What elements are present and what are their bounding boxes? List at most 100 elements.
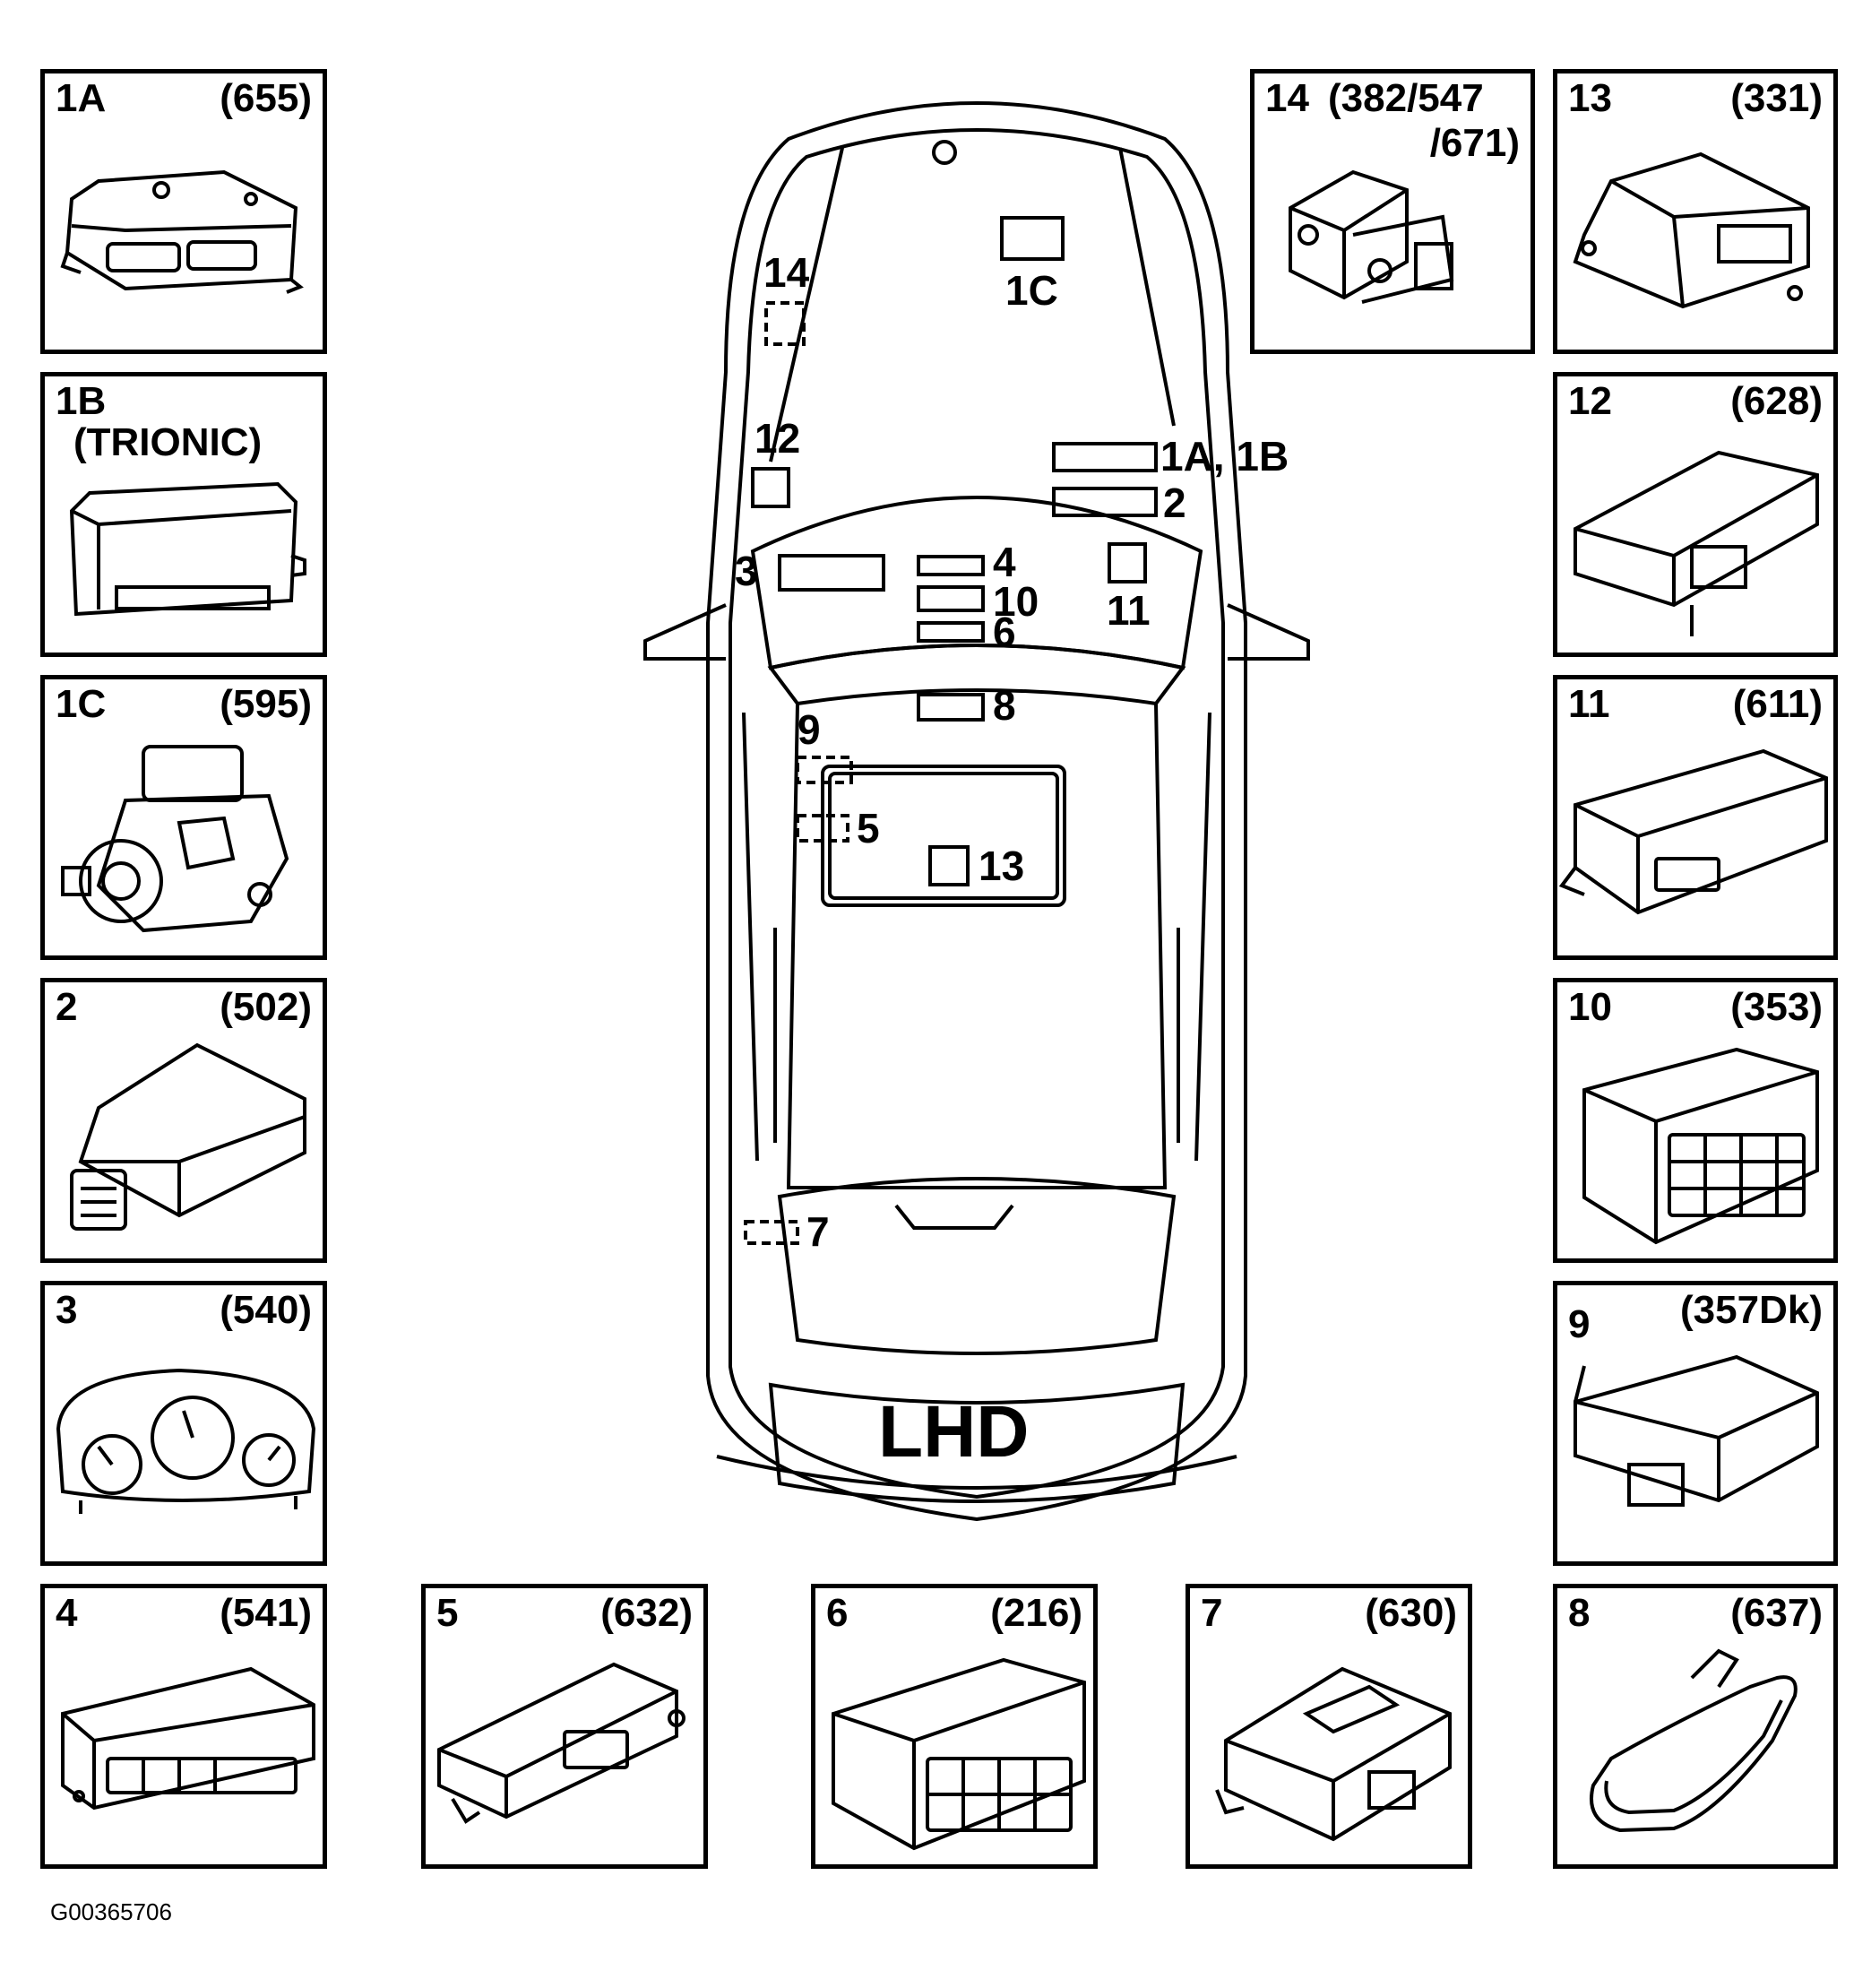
panel-code: (632) [600, 1591, 693, 1635]
rear-window [777, 1177, 1177, 1355]
panel-10-audio-unit: 10 (353) [1553, 978, 1838, 1263]
module-12-illustration [1574, 450, 1819, 636]
panel-code: (595) [220, 682, 312, 726]
panel-13-airbag-module: 13 (331) [1553, 69, 1838, 354]
marker-13 [928, 845, 970, 886]
marker-8 [917, 693, 985, 722]
panel-code: (628) [1730, 379, 1823, 423]
panel-number: 14 [1265, 76, 1309, 120]
marker-5 [796, 814, 849, 843]
callout-7: 7 [806, 1208, 830, 1255]
injection-pump-illustration [61, 745, 289, 933]
roof [786, 703, 1168, 1189]
callout-3: 3 [735, 548, 758, 594]
panel-code: (655) [220, 76, 312, 120]
module-9-illustration [1574, 1354, 1819, 1507]
callout-13: 13 [979, 843, 1024, 889]
sunroof [821, 765, 1066, 907]
panel-1a-engine-control-module: 1A (655) [40, 69, 327, 354]
callout-2: 2 [1163, 480, 1186, 526]
callout-1c: 1C [1005, 267, 1058, 314]
callout-1a-1b: 1A, 1B [1160, 433, 1289, 480]
panel-number: 1B [56, 379, 107, 423]
callout-10: 10 [993, 578, 1039, 625]
panel-code: (611) [1732, 682, 1823, 726]
panel-14-abs-module: 14 (382/547 /671) [1250, 69, 1535, 354]
panel-number: 7 [1201, 1591, 1223, 1635]
rearview-mirror-illustration [1590, 1648, 1798, 1833]
callout-5: 5 [857, 805, 880, 851]
audio-unit-illustration [1582, 1047, 1819, 1245]
panel-3-instrument-cluster: 3 (540) [40, 1281, 327, 1566]
panel-number: 6 [826, 1591, 849, 1635]
panel-number: 1C [56, 682, 107, 726]
panel-code: (630) [1365, 1591, 1457, 1635]
figure-id: G00365706 [50, 1898, 172, 1925]
lhd-label: LHD [878, 1391, 1030, 1473]
panel-number: 8 [1568, 1591, 1591, 1635]
panel-7-module: 7 (630) [1186, 1584, 1472, 1869]
vehicle-top-view-diagram: 14 1C 12 1A, 1B 2 3 4 10 11 6 8 9 5 13 7… [643, 101, 1310, 1522]
ecu-module-illustration [60, 169, 304, 294]
right-mirror [1227, 603, 1310, 661]
marker-11 [1108, 542, 1147, 583]
abs-module-illustration [1289, 169, 1454, 304]
panel-code: (331) [1730, 76, 1823, 120]
panel-5-module: 5 (632) [421, 1584, 708, 1869]
panel-number: 10 [1568, 985, 1612, 1029]
panel-4-information-display: 4 (541) [40, 1584, 327, 1869]
panel-code: (353) [1730, 985, 1823, 1029]
panel-8-rearview-mirror: 8 (637) [1553, 1584, 1838, 1869]
panel-11-module: 11 (611) [1553, 675, 1838, 960]
panel-code: (TRIONIC) [73, 420, 263, 464]
marker-14 [764, 301, 806, 346]
panel-12-module: 12 (628) [1553, 372, 1838, 657]
panel-code: (216) [990, 1591, 1082, 1635]
callout-12: 12 [754, 415, 800, 462]
panel-number: 3 [56, 1288, 78, 1332]
panel-code: (540) [220, 1288, 312, 1332]
marker-1a-1b [1052, 442, 1158, 472]
marker-3 [778, 554, 885, 592]
callout-6: 6 [993, 609, 1016, 655]
panel-2-control-module: 2 (502) [40, 978, 327, 1263]
panel-number: 4 [56, 1591, 78, 1635]
panel-number: 2 [56, 985, 78, 1029]
instrument-cluster-illustration [56, 1368, 316, 1514]
trionic-module-illustration [69, 481, 306, 617]
marker-9 [796, 756, 853, 784]
panel-code: (357Dk) [1680, 1288, 1823, 1332]
airbag-module-illustration [1573, 151, 1810, 309]
panel-6-climate-control: 6 (216) [811, 1584, 1098, 1869]
panel-code: (637) [1730, 1591, 1823, 1635]
climate-control-illustration [832, 1657, 1086, 1851]
module-5-illustration [437, 1662, 685, 1824]
display-module-illustration [61, 1666, 315, 1811]
panel-code: (502) [220, 985, 312, 1029]
panel-number: 11 [1568, 682, 1610, 726]
panel-code: (382/547 [1328, 76, 1484, 120]
marker-7 [744, 1220, 799, 1245]
marker-6 [917, 621, 985, 643]
callout-4: 4 [993, 539, 1016, 585]
marker-1c [1000, 216, 1065, 261]
marker-10 [917, 585, 985, 612]
panel-1b-trionic-module: 1B (TRIONIC) [40, 372, 327, 657]
module-7-illustration [1215, 1666, 1452, 1842]
control-module-illustration [70, 1042, 306, 1231]
panel-code: (541) [220, 1591, 312, 1635]
marker-12 [751, 467, 790, 508]
panel-number: 12 [1568, 379, 1612, 423]
panel-number: 9 [1568, 1302, 1591, 1346]
left-mirror [643, 603, 727, 661]
panel-code-line2: /671) [1429, 121, 1520, 165]
callout-9: 9 [798, 706, 821, 753]
marker-4 [917, 555, 985, 576]
panel-1c-injection-pump: 1C (595) [40, 675, 327, 960]
panel-number: 5 [436, 1591, 459, 1635]
marker-2 [1052, 487, 1158, 517]
trunk [768, 1382, 1186, 1503]
panel-number: 13 [1568, 76, 1612, 120]
module-11-illustration [1558, 748, 1828, 915]
car-body-outline [706, 101, 1247, 1522]
